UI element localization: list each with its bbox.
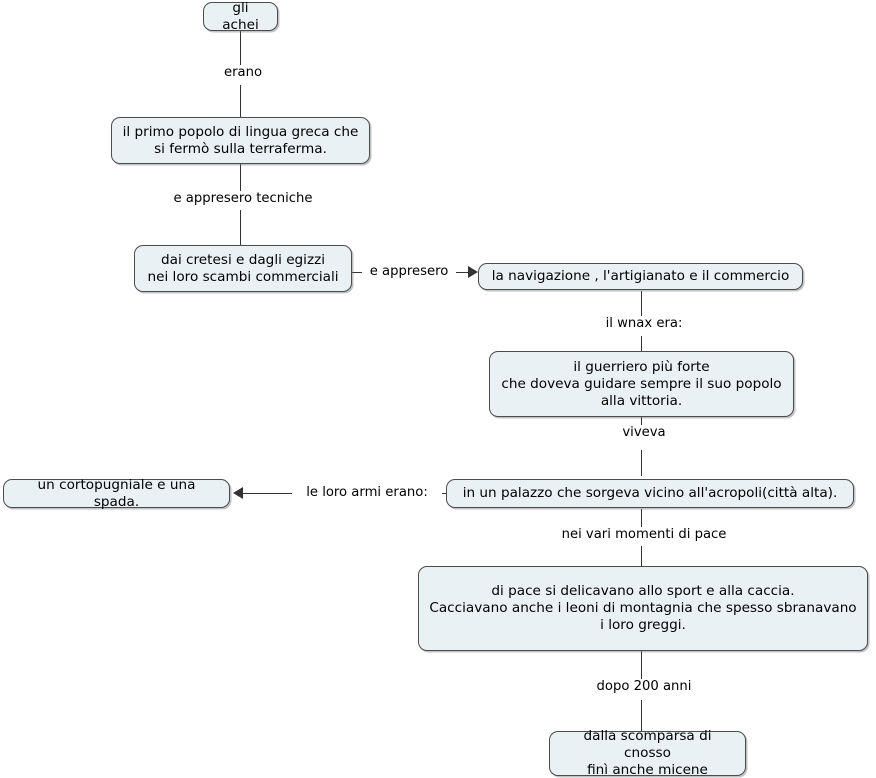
connector-popolo-tecniche	[240, 164, 241, 191]
connector-navigazione-wnax	[641, 291, 642, 316]
connector-palazzo-pace-label	[641, 509, 642, 527]
connector-pace-dopo200	[641, 651, 642, 679]
arrowhead-to-navigazione	[468, 266, 478, 278]
link-label-le-loro-armi-erano: le loro armi erano:	[292, 485, 442, 501]
link-label-dopo-200-anni: dopo 200 anni	[590, 679, 698, 695]
node-navigazione-artigianato-commercio[interactable]: la navigazione , l'artigianato e il comm…	[478, 263, 803, 290]
node-palazzo-acropoli[interactable]: in un palazzo che sorgeva vicino all'acr…	[446, 479, 854, 508]
node-guerriero-piu-forte[interactable]: il guerriero più forte che doveva guidar…	[489, 351, 794, 417]
link-label-erano: erano	[215, 65, 271, 81]
link-label-e-appresero: e appresero	[362, 264, 456, 280]
connector-armi-label-armi	[243, 493, 295, 494]
connector-cretesi-appresero	[352, 272, 364, 273]
node-primo-popolo[interactable]: il primo popolo di lingua greca che si f…	[111, 117, 370, 164]
node-momenti-di-pace[interactable]: di pace si delicavano allo sport e alla …	[418, 566, 868, 651]
link-label-nei-vari-momenti-di-pace: nei vari momenti di pace	[553, 527, 735, 543]
connector-pace-label-pace	[641, 546, 642, 566]
connector-tecniche-cretesi	[240, 210, 241, 245]
link-label-il-wnax-era: il wnax era:	[593, 316, 695, 332]
connector-erano-popolo	[240, 85, 241, 117]
node-gli-achei[interactable]: gli achei	[203, 0, 278, 33]
link-label-viveva: viveva	[614, 425, 674, 441]
connector-wnax-guerriero	[641, 336, 642, 351]
node-cretesi-egizzi[interactable]: dai cretesi e dagli egizzi nei loro scam…	[134, 245, 352, 292]
connector-achei-erano	[240, 31, 241, 65]
arrowhead-to-armi	[233, 487, 243, 499]
connector-viveva-palazzo	[641, 450, 642, 476]
connector-appresero-navigazione	[448, 272, 474, 273]
link-label-e-appresero-tecniche: e appresero tecniche	[155, 191, 331, 207]
connector-dopo200-micene	[641, 700, 642, 731]
node-scomparsa-cnosso-micene[interactable]: dalla scomparsa di cnosso finì anche mic…	[549, 728, 746, 778]
node-armi-cortopugniale-spada[interactable]: un cortopugniale e una spada.	[3, 477, 230, 510]
